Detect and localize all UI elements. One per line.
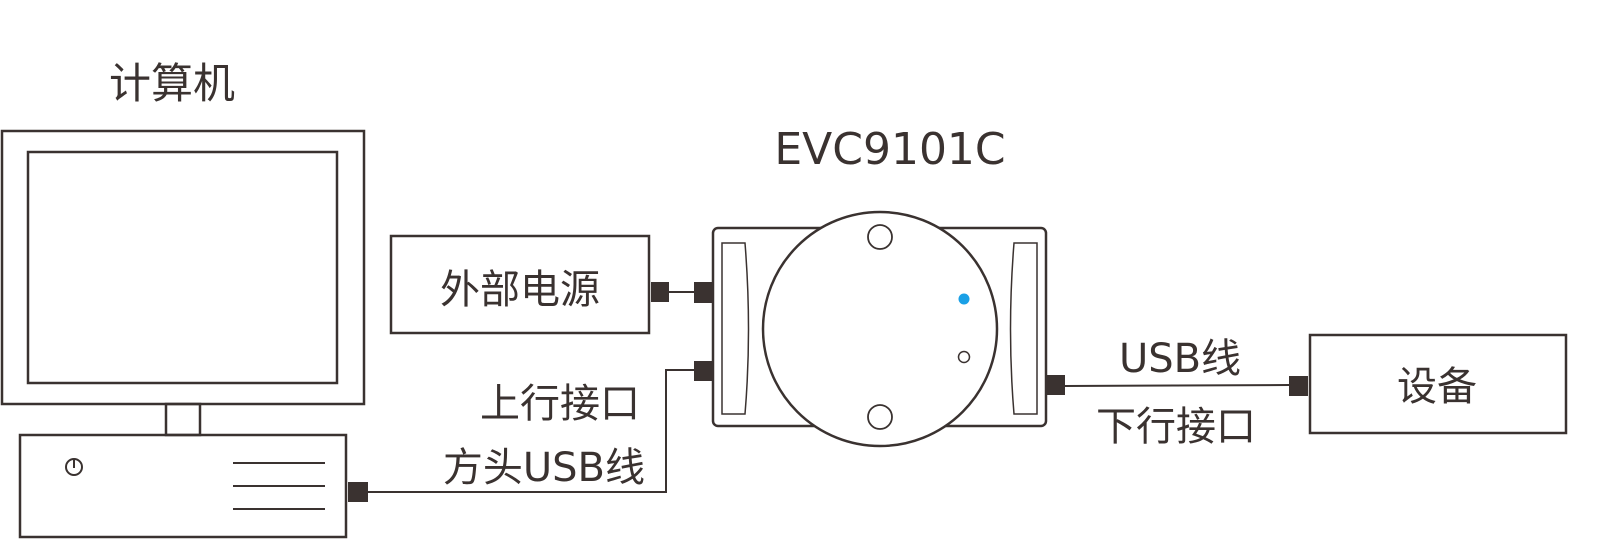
computer-case-icon <box>18 433 348 539</box>
external-power-box <box>389 234 651 335</box>
evc9101c-device-icon <box>711 210 1048 448</box>
downstream-port-label: 下行接口 <box>1096 404 1256 450</box>
upstream-usb-cable <box>348 361 713 502</box>
downstream-usb-cable <box>1047 375 1308 396</box>
computer-monitor-icon <box>0 129 366 437</box>
pc-usb-connector <box>348 482 368 502</box>
computer-label: 计算机 <box>109 59 235 108</box>
upstream-cable-label: 方头USB线 <box>443 445 645 491</box>
downstream-cable-label: USB线 <box>1119 336 1241 382</box>
device-upstream-connector <box>694 361 713 381</box>
power-button-icon <box>65 458 83 476</box>
target-device-label: 设备 <box>1397 364 1477 410</box>
target-device-box <box>1308 333 1568 435</box>
power-cable <box>651 282 713 303</box>
external-power-label: 外部电源 <box>440 267 600 313</box>
status-led-icon <box>958 293 970 305</box>
upstream-port-label: 上行接口 <box>480 381 640 427</box>
device-label: EVC9101C <box>774 124 1005 175</box>
